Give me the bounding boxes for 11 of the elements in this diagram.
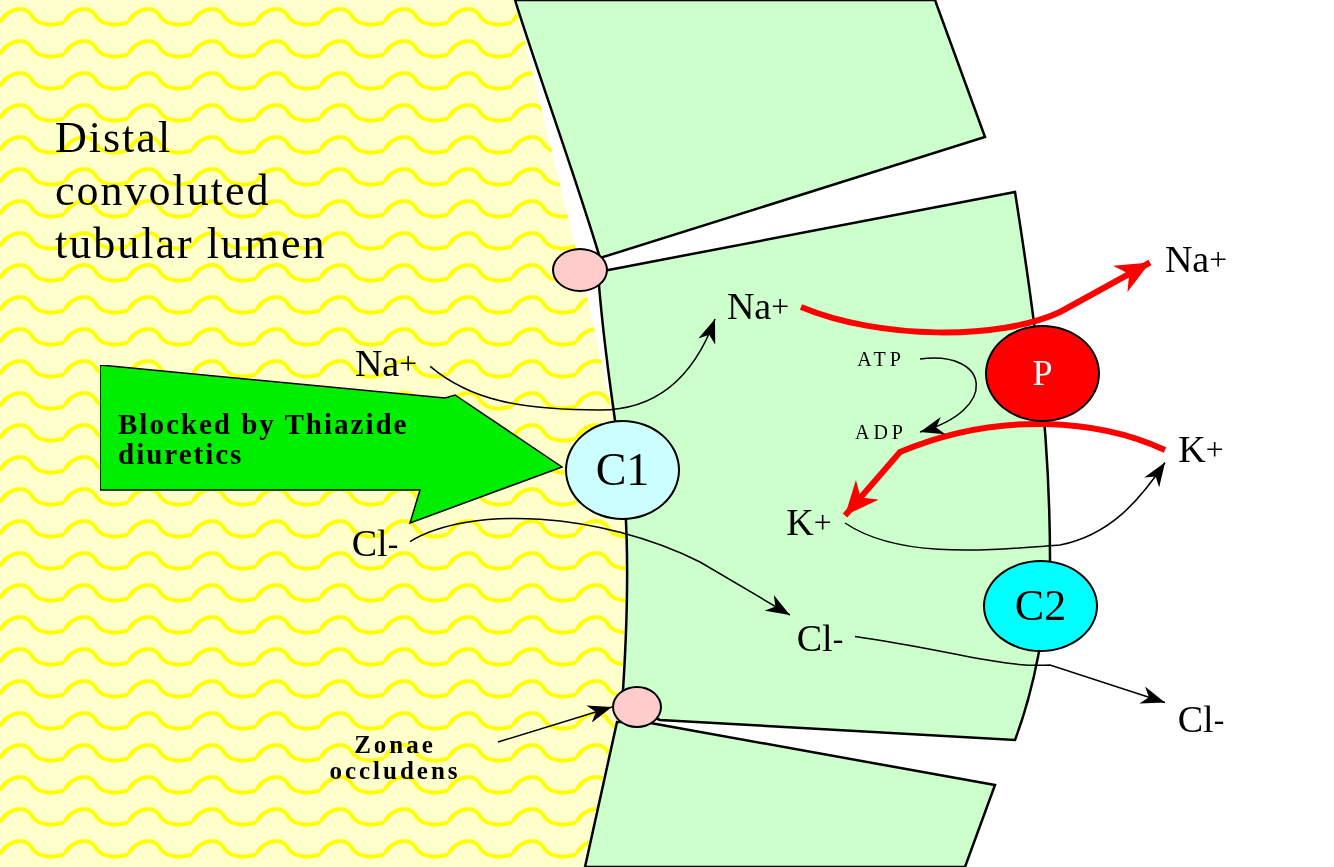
arrow [799, 259, 1152, 336]
arrow [919, 357, 977, 433]
arrow [497, 705, 613, 743]
arrow [842, 421, 1167, 518]
callout-text: Zonae occludens [292, 718, 498, 798]
arrow [844, 461, 1166, 551]
molecule-label: ADP [842, 416, 920, 448]
arrow [429, 318, 716, 411]
molecule-label: ATP [842, 343, 920, 375]
cotransporter-circle: C2 [983, 560, 1098, 652]
arrow [854, 635, 1166, 704]
